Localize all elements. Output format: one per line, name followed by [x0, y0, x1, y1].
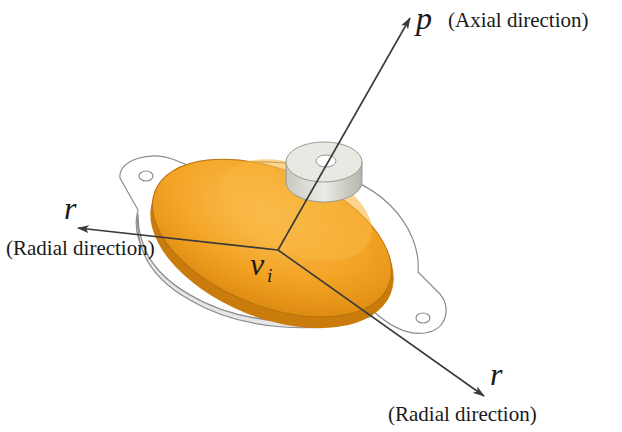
axis-caption: (Radial direction)	[6, 238, 155, 259]
point-symbol: v	[250, 248, 264, 280]
rubber-dome	[126, 128, 417, 361]
axis-caption: (Radial direction)	[388, 404, 537, 425]
axis-symbol: p	[416, 2, 432, 34]
axial-axis	[278, 18, 410, 250]
metal-bushing	[286, 142, 362, 202]
axis-symbol: r	[490, 358, 502, 390]
radial-axis	[278, 250, 484, 396]
axis-symbol: r	[64, 192, 76, 224]
axis-caption: (Axial direction)	[448, 10, 589, 31]
coordinate-axes	[78, 18, 484, 396]
point-subscript: i	[267, 266, 272, 285]
